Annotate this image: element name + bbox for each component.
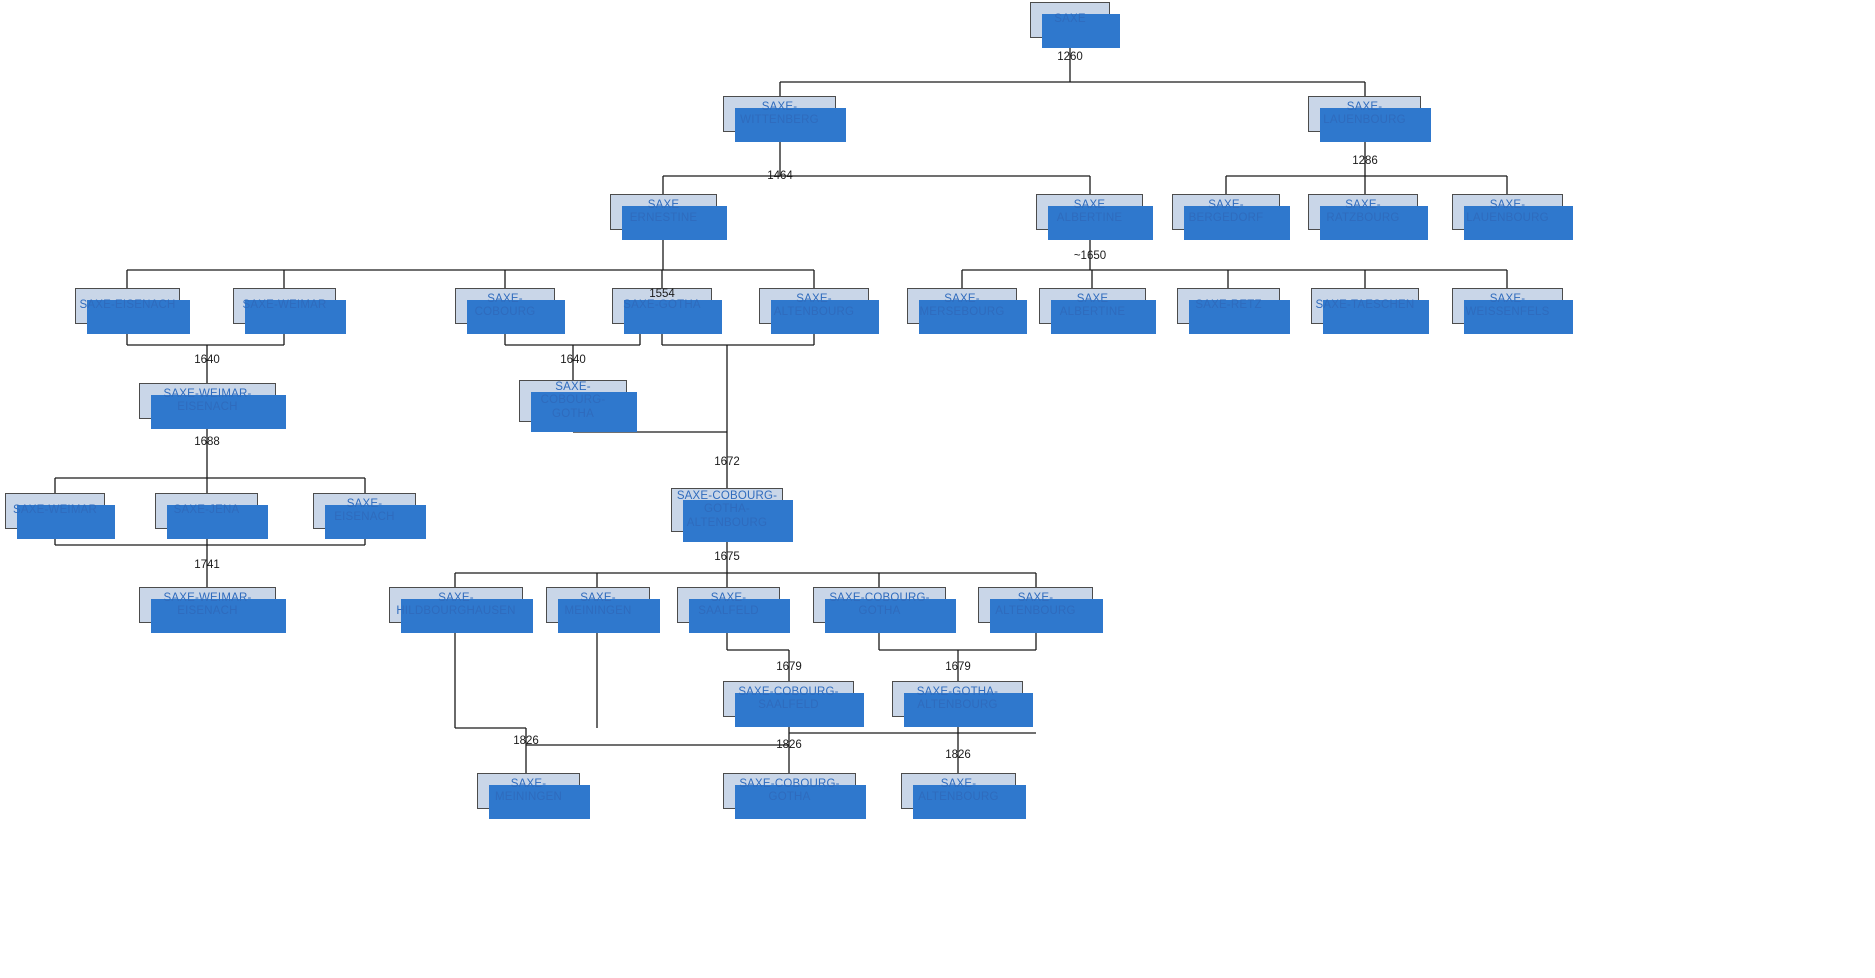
node-label: SAXE-COBOURG- GOTHA-ALTENBOURG: [676, 490, 778, 529]
node-label: SAXE ALBERTINE: [1056, 198, 1123, 224]
node-saxe-weissenfels[interactable]: SAXE-WEISSENFELS: [1452, 288, 1573, 334]
node-saxe-cobourg-gotha-alt[interactable]: SAXE-COBOURG- GOTHA-ALTENBOURG: [671, 488, 793, 542]
node-saxe-cobourg-gotha-2[interactable]: SAXE-COBOURG-GOTHA: [813, 587, 956, 633]
node-label: SAXE-RETZ: [1195, 299, 1262, 312]
node-saxe-taeschen[interactable]: SAXE-TAESCHEN: [1311, 288, 1429, 334]
node-label: SAXE-MERSEBOURG: [919, 292, 1005, 318]
edge-label-y1286: 1286: [1352, 155, 1378, 167]
edge-label-y1826a: 1826: [513, 735, 539, 747]
node-saxe-saalfeld[interactable]: SAXE-SAALFELD: [677, 587, 790, 633]
node-label: SAXE-GOTHA: [623, 299, 701, 312]
node-label: SAXE-WEIMAR-EISENACH: [163, 387, 252, 413]
edge-label-y1640a: 1640: [194, 354, 220, 366]
edge-label-y1679a: 1679: [776, 661, 802, 673]
edge-label-y1640b: 1640: [560, 354, 586, 366]
edge-label-y1672: 1672: [714, 456, 740, 468]
node-label: SAXE-COBOURG-GOTHA: [739, 777, 840, 803]
edge-label-y1260: 1260: [1057, 51, 1083, 63]
node-saxe-cobourg-gotha-1[interactable]: SAXE-COBOURG- GOTHA: [519, 380, 637, 432]
node-saxe-meiningen-2[interactable]: SAXE-MEININGEN: [477, 773, 590, 819]
node-label: SAXE-LAUENBOURG: [1466, 198, 1549, 224]
node-saxe-retz[interactable]: SAXE-RETZ: [1177, 288, 1290, 334]
node-label: SAXE-COBOURG-GOTHA: [829, 591, 930, 617]
node-saxe-eisenach-2[interactable]: SAXE-EISENACH: [313, 493, 426, 539]
node-label: SAXE-COBOURG-SAALFELD: [738, 685, 839, 711]
node-label: SAXE-EISENACH: [334, 497, 395, 523]
edge-label-y1650: ~1650: [1073, 250, 1107, 262]
node-saxe-ratzbourg[interactable]: SAXE-RATZBOURG: [1308, 194, 1428, 240]
node-label: SAXE-JENA: [173, 504, 240, 517]
node-label: SAXE-EISENACH: [79, 299, 176, 312]
node-saxe-weimar-1[interactable]: SAXE-WEIMAR: [233, 288, 346, 334]
node-label: SAXE-MEININGEN: [564, 591, 632, 617]
node-label: SAXE-BERGEDORF: [1188, 198, 1264, 224]
node-saxe-weimar-eisenach-1[interactable]: SAXE-WEIMAR-EISENACH: [139, 383, 286, 429]
node-saxe-altenbourg-2[interactable]: SAXE-ALTENBOURG: [978, 587, 1103, 633]
edge-label-y1826b: 1826: [776, 739, 802, 751]
edge-label-y1554: 1554: [649, 288, 675, 300]
node-saxe-cobourg-1[interactable]: SAXE-COBOURG: [455, 288, 565, 334]
node-saxe-cobourg-saalfeld[interactable]: SAXE-COBOURG-SAALFELD: [723, 681, 864, 727]
node-label: SAXE-ALTENBOURG: [773, 292, 855, 318]
node-label: SAXE-TAESCHEN: [1315, 299, 1415, 312]
edge-label-y1464: 1464: [767, 170, 793, 182]
node-label: SAXE-SAALFELD: [698, 591, 759, 617]
node-saxe-mersebourg[interactable]: SAXE-MERSEBOURG: [907, 288, 1027, 334]
node-saxe-lauenbourg-1[interactable]: SAXE-LAUENBOURG: [1308, 96, 1431, 142]
node-label: SAXE-COBOURG: [474, 292, 536, 318]
node-label: SAXE-ALTENBOURG: [918, 777, 999, 803]
node-saxe-weimar-eisenach-2[interactable]: SAXE-WEIMAR-EISENACH: [139, 587, 286, 633]
node-label: SAXE-WEIMAR: [13, 504, 97, 517]
node-saxe-eisenach-1[interactable]: SAXE-EISENACH: [75, 288, 190, 334]
edge-label-y1741: 1741: [194, 559, 220, 571]
node-label: SAXE-WEIMAR: [242, 299, 327, 312]
edge-label-y1826c: 1826: [945, 749, 971, 761]
node-label: SAXE-HILDBOURGHAUSEN: [396, 591, 516, 617]
node-label: SAXE-WITTENBERG: [740, 100, 819, 126]
node-label: SAXE-WEISSENFELS: [1465, 292, 1550, 318]
node-saxe-albertine-2[interactable]: SAXE ALBERTINE: [1039, 288, 1156, 334]
node-saxe-hildbourghausen[interactable]: SAXE-HILDBOURGHAUSEN: [389, 587, 533, 633]
node-saxe-wittenberg[interactable]: SAXE-WITTENBERG: [723, 96, 846, 142]
node-saxe-altenbourg-3[interactable]: SAXE-ALTENBOURG: [901, 773, 1026, 819]
node-label: SAXE: [1054, 13, 1086, 26]
node-saxe-gotha-altenbourg[interactable]: SAXE-GOTHA-ALTENBOURG: [892, 681, 1033, 727]
node-label: SAXE-RATZBOURG: [1326, 198, 1400, 224]
node-saxe-albertine-1[interactable]: SAXE ALBERTINE: [1036, 194, 1153, 240]
node-label: SAXE-COBOURG- GOTHA: [540, 381, 606, 420]
node-label: SAXE ALBERTINE: [1059, 292, 1126, 318]
node-saxe-gotha[interactable]: SAXE-GOTHA: [612, 288, 722, 334]
node-saxe-meiningen-1[interactable]: SAXE-MEININGEN: [546, 587, 660, 633]
node-label: SAXE ERNESTINE: [629, 198, 698, 224]
node-saxe-ernestine[interactable]: SAXE ERNESTINE: [610, 194, 727, 240]
edge-label-y1688: 1688: [194, 436, 220, 448]
node-saxe-jena[interactable]: SAXE-JENA: [155, 493, 268, 539]
node-saxe-lauenbourg-2[interactable]: SAXE-LAUENBOURG: [1452, 194, 1573, 240]
node-saxe-bergedorf[interactable]: SAXE-BERGEDORF: [1172, 194, 1290, 240]
node-label: SAXE-LAUENBOURG: [1323, 100, 1406, 126]
node-saxe[interactable]: SAXE: [1030, 2, 1120, 48]
node-label: SAXE-ALTENBOURG: [995, 591, 1076, 617]
edge-label-y1675: 1675: [714, 551, 740, 563]
node-label: SAXE-WEIMAR-EISENACH: [163, 591, 252, 617]
node-saxe-altenbourg-1[interactable]: SAXE-ALTENBOURG: [759, 288, 879, 334]
node-label: SAXE-MEININGEN: [495, 777, 562, 803]
node-label: SAXE-GOTHA-ALTENBOURG: [916, 685, 999, 711]
edge-label-y1679b: 1679: [945, 661, 971, 673]
node-saxe-weimar-2[interactable]: SAXE-WEIMAR: [5, 493, 115, 539]
node-saxe-cobourg-gotha-3[interactable]: SAXE-COBOURG-GOTHA: [723, 773, 866, 819]
